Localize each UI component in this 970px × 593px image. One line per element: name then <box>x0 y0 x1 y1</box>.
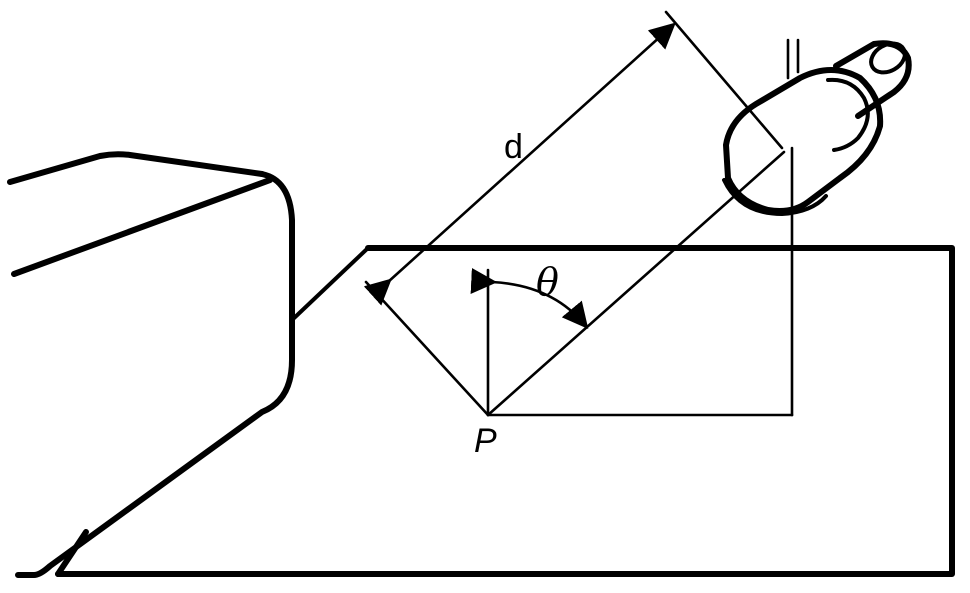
left-box-front-face <box>15 171 295 578</box>
left-box <box>7 151 370 578</box>
angle-label: θ <box>536 260 559 304</box>
surface <box>55 245 955 577</box>
angle-arc <box>470 267 589 330</box>
upper-extension-line <box>664 10 784 150</box>
distance-label: d <box>504 128 523 166</box>
distance-dimension-line <box>363 22 676 306</box>
camera-lens-ring <box>826 77 870 152</box>
camera-front-rim <box>722 178 828 216</box>
camera-body <box>723 67 884 214</box>
point-label: P <box>474 422 497 460</box>
left-box-top-edge <box>7 151 265 185</box>
construction-lines <box>363 10 794 417</box>
left-box-lower-diagonal <box>55 529 89 577</box>
camera-lens-end <box>869 41 907 75</box>
camera-icon <box>722 38 912 216</box>
left-box-connector <box>290 246 370 322</box>
left-slant-line <box>364 280 490 417</box>
surface-outline <box>55 245 955 577</box>
left-box-inner-edge <box>11 177 273 277</box>
